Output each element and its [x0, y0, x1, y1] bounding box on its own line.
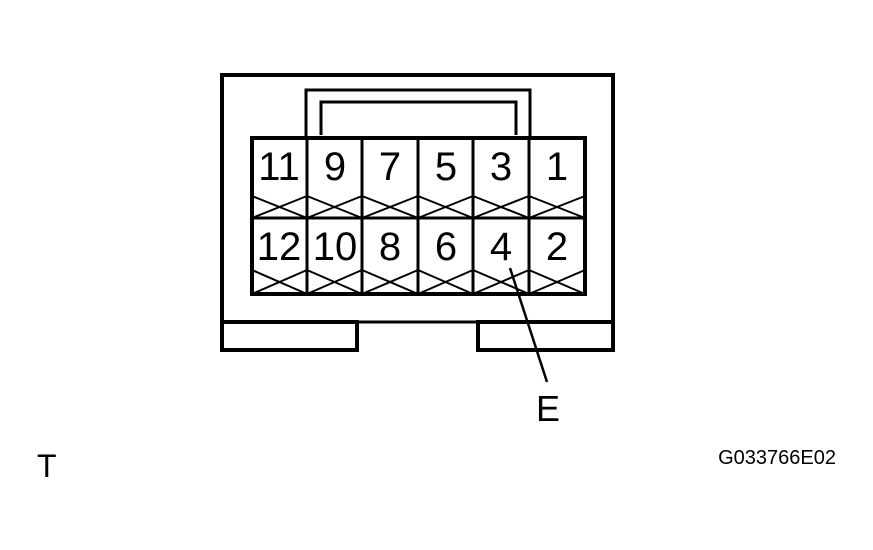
pin-10-label: 10 — [313, 225, 358, 269]
pin-6-label: 6 — [435, 225, 457, 269]
pin-numbers-top-row: 11 9 7 5 3 1 — [258, 145, 568, 189]
callout-label-e: E — [536, 388, 560, 429]
pin-2-label: 2 — [546, 225, 568, 269]
corner-label: T — [37, 448, 57, 484]
pin-7-label: 7 — [379, 145, 401, 189]
callout-leader-line — [508, 267, 549, 383]
pin-8-label: 8 — [379, 225, 401, 269]
pin-numbers-bottom-row: 12 10 8 6 4 2 — [257, 225, 568, 269]
pin-1-label: 1 — [546, 145, 568, 189]
pin-5-label: 5 — [435, 145, 457, 189]
connector-housing — [220, 73, 615, 352]
pin-12-label: 12 — [257, 225, 302, 269]
pin-4-label: 4 — [490, 225, 512, 269]
pin-9-label: 9 — [324, 145, 346, 189]
pin-3-label: 3 — [490, 145, 512, 189]
pin-11-label: 11 — [258, 145, 300, 189]
figure-code: G033766E02 — [718, 447, 836, 469]
terminal-lock-marks — [251, 195, 586, 295]
